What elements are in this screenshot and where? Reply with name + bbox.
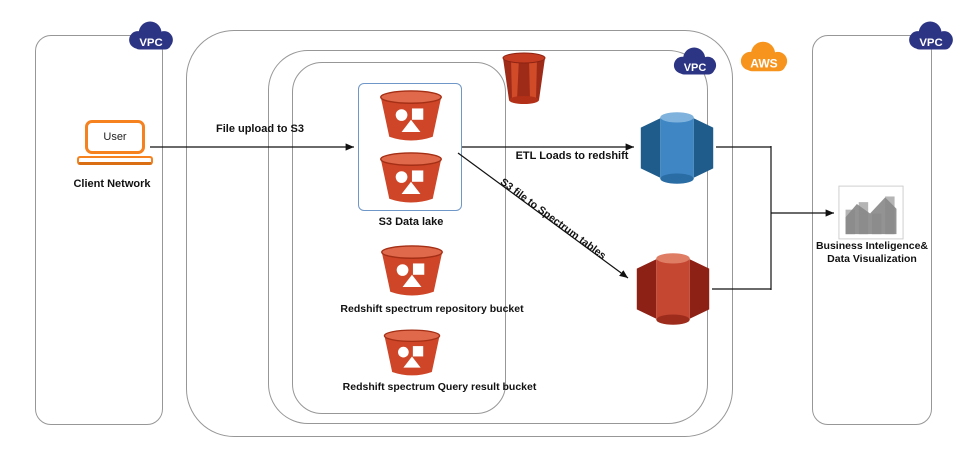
vpc-badge-label: VPC (684, 62, 707, 74)
redshift-spectrum-icon (636, 253, 710, 325)
vpc-cloud-icon: VPC (673, 47, 717, 75)
s3-bucket-icon (383, 329, 441, 376)
bi-label-line2: Data Visualization (827, 253, 917, 265)
s3-bucket-icon (380, 90, 442, 141)
vpc-badge-label: VPC (139, 37, 162, 49)
user-label: User (103, 131, 127, 143)
client-network-container (35, 35, 163, 425)
bi-label-line1: Business Inteligence& (815, 240, 929, 252)
vpc-badge-label: VPC (919, 37, 942, 49)
s3-service-icon (502, 52, 546, 104)
bi-vpc-container (812, 35, 932, 425)
vpc-container (268, 50, 708, 424)
aws-badge-label: AWS (750, 57, 777, 71)
s3-data-lake-label: S3 Data lake (378, 216, 444, 228)
aws-cloud-icon: AWS (740, 41, 788, 72)
file-upload-arrow-label: File upload to S3 (215, 123, 304, 135)
aws-cloud-container (186, 30, 733, 437)
s3-datalake-group-box (358, 83, 462, 211)
repository-bucket-label: Redshift spectrum repository bucket (340, 303, 524, 315)
vpc-cloud-icon: VPC (129, 21, 173, 50)
query-bucket-label: Redshift spectrum Query result bucket (342, 381, 537, 393)
etl-arrow-label: ETL Loads to redshift (515, 150, 629, 162)
s3-bucket-icon (381, 245, 443, 296)
client-network-label: Client Network (73, 178, 151, 190)
user-node: User (76, 120, 154, 165)
bi-chart-icon (838, 185, 904, 240)
vpc-cloud-icon: VPC (909, 21, 953, 50)
laptop-icon: User (85, 120, 145, 154)
redshift-icon (640, 112, 714, 184)
s3-bucket-icon (380, 152, 442, 203)
laptop-base (77, 156, 153, 165)
